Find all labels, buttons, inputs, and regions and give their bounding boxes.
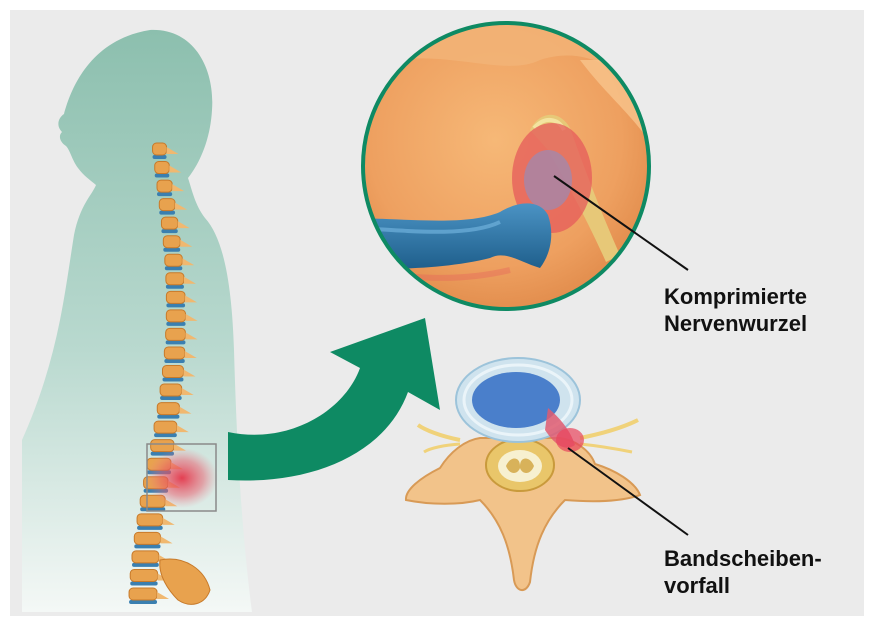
intervertebral-disc <box>161 229 177 233</box>
intervertebral-disc <box>165 266 183 270</box>
intervertebral-disc <box>153 155 167 159</box>
intervertebral-disc <box>134 544 160 548</box>
vertebra <box>162 366 183 378</box>
vertebra <box>154 421 177 433</box>
intervertebral-disc <box>130 581 157 585</box>
label-nerve-line2: Nervenwurzel <box>664 310 807 337</box>
vertebra <box>157 180 172 192</box>
intervertebral-disc <box>162 378 183 382</box>
vertebra <box>165 254 183 266</box>
vertebra <box>166 291 185 303</box>
vertebra <box>132 551 159 563</box>
vertebra <box>161 217 177 229</box>
intervertebral-disc <box>157 415 179 419</box>
vertebra <box>153 143 167 155</box>
label-disc-line2: vorfall <box>664 572 822 599</box>
intervertebral-disc <box>154 433 177 437</box>
label-herniated-disc: Bandscheiben- vorfall <box>664 545 822 599</box>
inflammation-spot <box>146 448 218 508</box>
zoom-circle <box>360 20 660 320</box>
vertebra <box>160 384 182 396</box>
intervertebral-disc <box>129 600 157 604</box>
vertebra <box>134 532 160 544</box>
vertebra <box>129 588 157 600</box>
intervertebral-disc <box>132 563 159 567</box>
intervertebral-disc <box>166 322 185 326</box>
vertebra <box>155 162 170 174</box>
intervertebral-disc <box>159 211 175 215</box>
label-disc-line1: Bandscheiben- <box>664 545 822 572</box>
label-nerve-line1: Komprimierte <box>664 283 807 310</box>
intervertebral-disc <box>137 526 163 530</box>
intervertebral-disc <box>166 303 185 307</box>
vertebra <box>130 569 157 581</box>
vertebra <box>166 310 185 322</box>
vertebra <box>164 347 184 359</box>
intervertebral-disc <box>160 396 182 400</box>
zoom-arrow <box>228 318 440 481</box>
vertebra <box>137 514 163 526</box>
intervertebral-disc <box>155 174 170 178</box>
vertebra <box>157 403 179 415</box>
vertebra <box>166 328 186 340</box>
body-silhouette <box>22 30 252 612</box>
intervertebral-disc <box>163 248 180 252</box>
intervertebral-disc <box>157 192 172 196</box>
intervertebral-disc <box>166 285 184 289</box>
vertebra <box>166 273 184 285</box>
label-compressed-nerve-root: Komprimierte Nervenwurzel <box>664 283 807 337</box>
intervertebral-disc <box>166 340 186 344</box>
vertebra <box>163 236 180 248</box>
vertebra <box>159 199 175 211</box>
intervertebral-disc <box>164 359 184 363</box>
